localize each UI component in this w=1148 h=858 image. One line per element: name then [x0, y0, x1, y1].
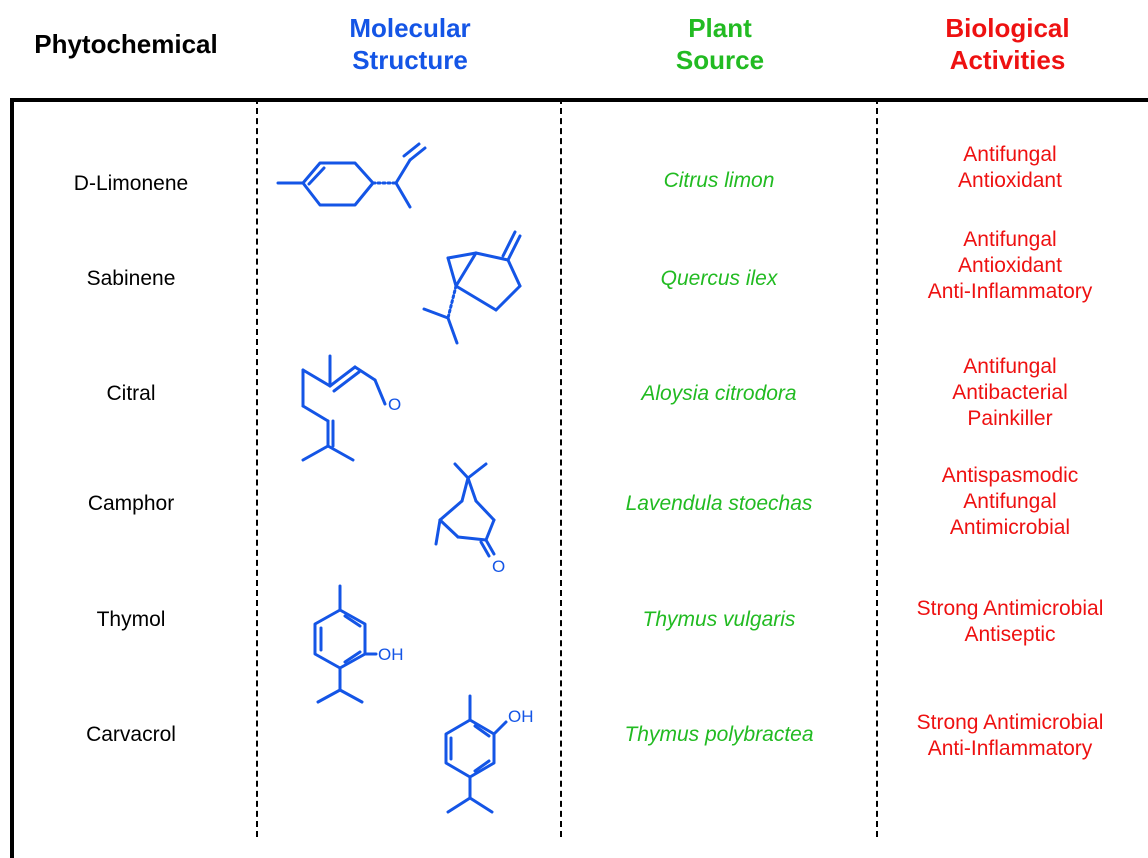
table-frame	[10, 98, 1148, 858]
header-bio-line-2: Activities	[949, 45, 1066, 75]
row-2-activity-2: Antioxidant	[958, 254, 1062, 277]
row-6-activity-2: Anti-Inflammatory	[927, 737, 1093, 760]
header-phytochemical: Phytochemical	[10, 28, 242, 60]
row-5-name: Thymol	[96, 608, 166, 631]
row-6-plant: Thymus polybractea	[624, 723, 814, 746]
row-6-activity-1: Strong Antimicrobial	[916, 711, 1104, 734]
row-4-activity-3: Antimicrobial	[949, 516, 1071, 539]
row-3-activity-1: Antifungal	[963, 355, 1057, 378]
header-plant-line-2: Source	[675, 45, 765, 75]
row-2-activities: Antifungal Antioxidant Anti-Inflammatory	[880, 227, 1140, 305]
row-3-activities: Antifungal Antibacterial Painkiller	[880, 354, 1140, 432]
column-divider-1	[256, 98, 258, 837]
header-molecular-structure: Molecular Structure	[268, 12, 552, 76]
header-plant-line-1: Plant	[688, 13, 752, 43]
row-2-activity-3: Anti-Inflammatory	[927, 280, 1093, 303]
row-1-activity-1: Antifungal	[963, 143, 1057, 166]
row-2-activity-1: Antifungal	[963, 228, 1057, 251]
row-1-plant: Citrus limon	[663, 169, 775, 192]
row-5-activities: Strong Antimicrobial Antiseptic	[880, 596, 1140, 648]
row-4-plant: Lavendula stoechas	[625, 492, 813, 515]
header-biological-activities: Biological Activities	[880, 12, 1135, 76]
header-plant-source: Plant Source	[575, 12, 865, 76]
row-1-activities: Antifungal Antioxidant	[880, 142, 1140, 194]
row-1-activity-2: Antioxidant	[958, 169, 1062, 192]
row-6-name: Carvacrol	[86, 723, 176, 746]
column-divider-2	[560, 98, 562, 837]
row-2-name: Sabinene	[86, 267, 176, 290]
row-3-plant: Aloysia citrodora	[641, 382, 797, 405]
row-6-activities: Strong Antimicrobial Anti-Inflammatory	[880, 710, 1140, 762]
header-phytochemical-text: Phytochemical	[34, 29, 218, 59]
header-molecular-line-2: Structure	[352, 45, 468, 75]
row-2-plant: Quercus ilex	[660, 267, 778, 290]
row-5-activity-2: Antiseptic	[964, 623, 1056, 646]
row-4-activity-1: Antispasmodic	[941, 464, 1079, 487]
row-3-name: Citral	[106, 382, 156, 405]
row-1-name: D-Limonene	[73, 172, 189, 195]
row-5-activity-1: Strong Antimicrobial	[916, 597, 1104, 620]
row-4-activity-2: Antifungal	[963, 490, 1057, 513]
row-5-plant: Thymus vulgaris	[642, 608, 796, 631]
column-divider-3	[876, 98, 878, 837]
row-4-activities: Antispasmodic Antifungal Antimicrobial	[880, 463, 1140, 541]
row-3-activity-2: Antibacterial	[952, 381, 1068, 404]
header-molecular-line-1: Molecular	[349, 13, 471, 43]
header-bio-line-1: Biological	[945, 13, 1070, 43]
row-3-activity-3: Painkiller	[967, 407, 1053, 430]
row-4-name: Camphor	[87, 492, 175, 515]
